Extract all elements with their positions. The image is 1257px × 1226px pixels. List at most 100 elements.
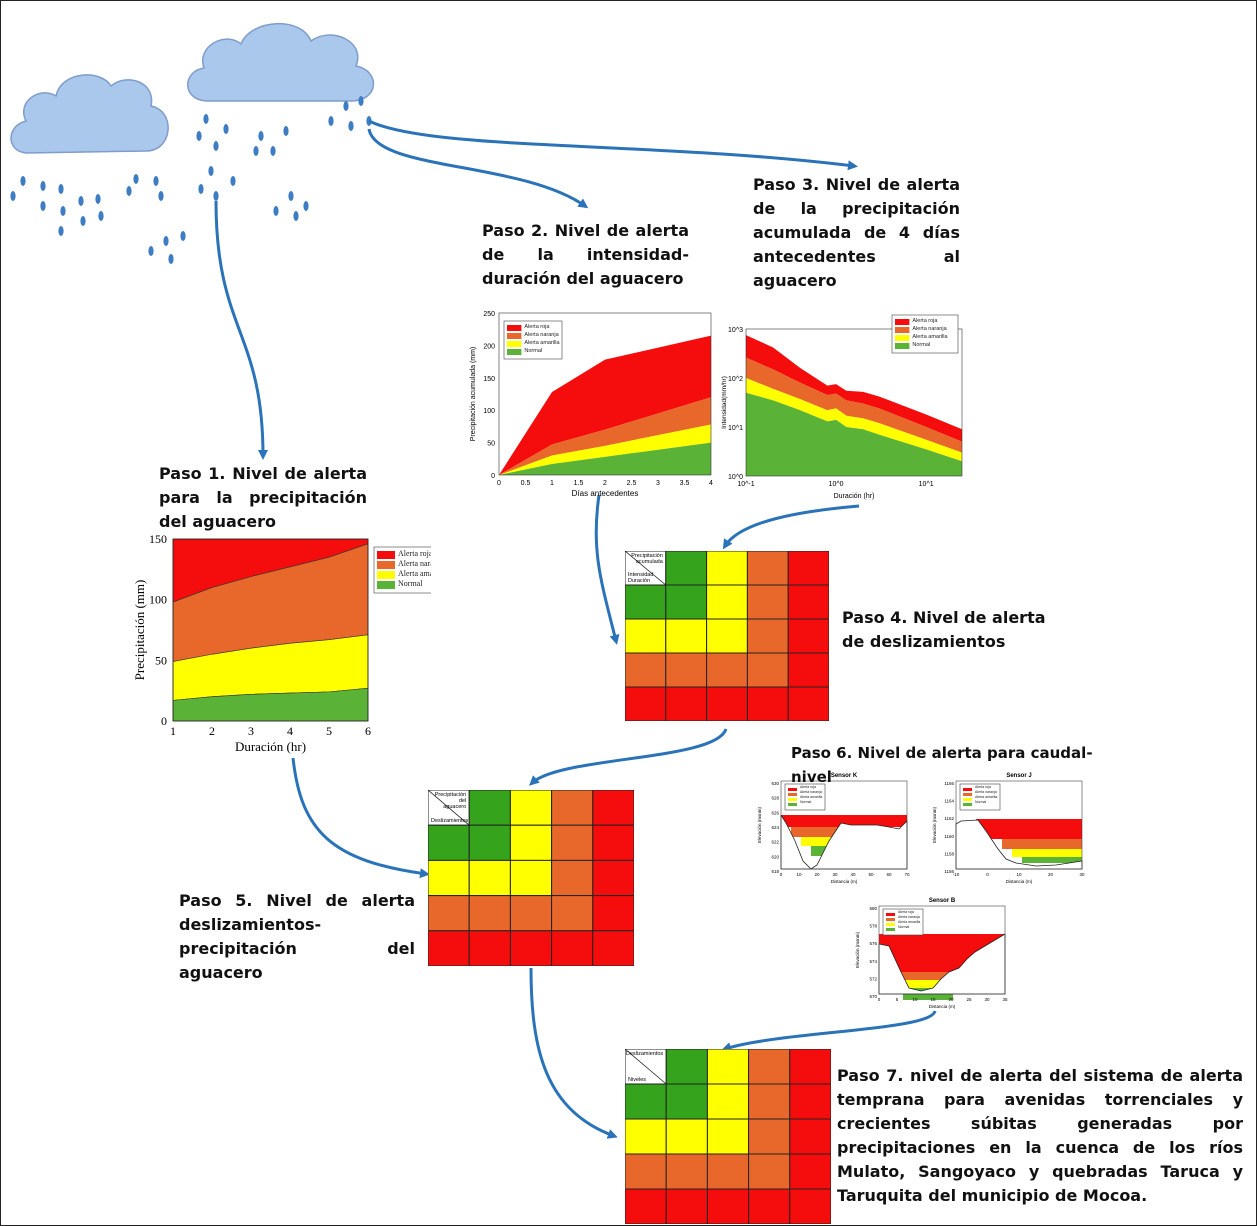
step-4-label: Paso 4. Nivel de alerta de deslizamiento… xyxy=(842,608,1046,651)
step-2-label: Paso 2. Nivel de alerta de la intensidad… xyxy=(482,221,689,288)
raindrop-icon xyxy=(273,206,279,216)
raindrop-icon xyxy=(270,146,276,156)
band-roja xyxy=(746,335,962,442)
legend-swatch xyxy=(507,333,522,339)
x-tick-label: 3 xyxy=(248,724,254,738)
y-tick-label: 50 xyxy=(155,653,167,667)
y-tick-label: 630 xyxy=(771,781,779,786)
x-tick-label: 40 xyxy=(850,872,856,877)
legend-label: Normal xyxy=(398,579,423,588)
legend-swatch xyxy=(886,913,895,916)
weather-illustration xyxy=(10,22,375,264)
legend-swatch xyxy=(886,923,895,926)
y-tick-label: 574 xyxy=(869,959,877,964)
plot-frame xyxy=(172,538,369,722)
y-tick-label: 578 xyxy=(869,924,877,929)
raindrop-icon xyxy=(366,116,372,126)
raindrop-icon xyxy=(10,191,16,201)
raindrop-icon xyxy=(58,184,64,194)
band-amarilla xyxy=(901,980,967,988)
x-axis-label: Duración (hr) xyxy=(834,493,875,500)
x-tick-label: 4 xyxy=(287,724,293,738)
y-tick-label: 570 xyxy=(869,994,877,999)
legend-label: Alerta amarilla xyxy=(800,795,822,799)
x-tick-label: 10 xyxy=(796,872,802,877)
legend-swatch xyxy=(377,581,395,589)
matrix-cell xyxy=(625,1118,667,1155)
matrix-cell xyxy=(625,652,667,688)
x-tick-label: 0.5 xyxy=(521,480,531,487)
x-tick-label: 10^1 xyxy=(919,481,934,488)
matrix-cell xyxy=(706,652,748,688)
y-tick-label: 622 xyxy=(771,840,779,845)
x-tick-label: 35 xyxy=(1002,997,1008,1002)
arrow-matrix5-to-matrix7 xyxy=(529,967,618,1139)
cloud-icon xyxy=(10,74,169,154)
y-tick-label: 1158 xyxy=(944,851,954,856)
x-axis-label: Distancia (m) xyxy=(831,879,858,884)
legend-label: Alerta amarilla xyxy=(398,569,431,578)
y-tick-label: 1166 xyxy=(944,781,954,786)
matrix-cell xyxy=(665,551,708,586)
matrix-cell xyxy=(787,618,829,654)
y-tick-label: 1162 xyxy=(944,816,954,821)
band-amarilla xyxy=(1012,849,1082,857)
legend-label: Alerta roja xyxy=(975,785,991,789)
cloud-icon xyxy=(187,22,375,102)
x-tick-label: 5 xyxy=(896,997,899,1002)
matrix-cell xyxy=(665,652,708,688)
matrix-cell xyxy=(551,859,594,897)
y-tick-label: 100 xyxy=(149,593,167,607)
y-tick-label: 580 xyxy=(869,906,877,911)
matrix-cell xyxy=(746,584,789,620)
step-6-label: Paso 6. Nivel de alerta para caudal-nive… xyxy=(791,744,1093,786)
arrow-step1-to-matrix5 xyxy=(291,757,430,879)
corner-top-label: aguacero xyxy=(443,804,466,810)
x-tick-label: 2.5 xyxy=(627,480,637,487)
raindrop-icon xyxy=(288,191,294,201)
y-tick-label: 626 xyxy=(771,810,779,815)
matrix-cell xyxy=(509,824,553,861)
matrix-cell xyxy=(625,1188,667,1224)
raindrop-icon xyxy=(230,176,236,186)
sensor-title: Sensor J xyxy=(1006,773,1031,779)
corner-diagonal xyxy=(625,551,667,586)
matrix-cell xyxy=(746,551,789,586)
y-tick-label: 100 xyxy=(483,408,495,415)
legend-swatch xyxy=(886,928,895,931)
step-3-label: Paso 3. Nivel de alerta de la precipitac… xyxy=(753,175,960,290)
band-naranja xyxy=(1002,839,1082,849)
matrix-cell xyxy=(789,1153,831,1190)
band-naranja xyxy=(746,357,962,453)
legend-label: Alerta naranja xyxy=(800,790,822,794)
step-5-label: Paso 5. Nivel de alerta deslizamientos-p… xyxy=(179,891,415,982)
y-tick-label: 250 xyxy=(483,311,495,318)
legend-swatch xyxy=(963,793,972,796)
matrix-cell xyxy=(706,584,748,620)
legend-label: Normal xyxy=(898,925,910,929)
matrix-cell xyxy=(746,652,789,688)
band-amarilla xyxy=(746,378,962,462)
raindrop-icon xyxy=(208,166,214,176)
raindrop-icon xyxy=(253,146,259,156)
step-7-label: Paso 7. nivel de alerta del sistema de a… xyxy=(837,1066,1243,1205)
x-tick-label: 5 xyxy=(326,724,332,738)
y-axis-label: Elevación (msnm) xyxy=(757,806,762,843)
band-naranja xyxy=(899,972,969,982)
y-tick-label: 0 xyxy=(161,714,167,728)
y-axis-label: Elevación (msnm) xyxy=(855,931,860,968)
matrix-cell xyxy=(665,1118,708,1155)
x-tick-label: 15 xyxy=(930,997,936,1002)
band-normal xyxy=(1022,857,1082,863)
y-tick-label: 0 xyxy=(491,473,495,480)
corner-diagonal xyxy=(625,1049,667,1085)
band-roja xyxy=(781,815,907,827)
raindrop-icon xyxy=(98,211,104,221)
raindrop-icon xyxy=(80,216,86,226)
corner-bottom-label: Duración xyxy=(628,578,650,584)
matrix-cell xyxy=(665,1083,708,1120)
x-axis-label: Días antecedentes xyxy=(572,489,639,498)
legend-label: Alerta naranja xyxy=(898,915,920,919)
matrix-cell xyxy=(509,859,553,897)
